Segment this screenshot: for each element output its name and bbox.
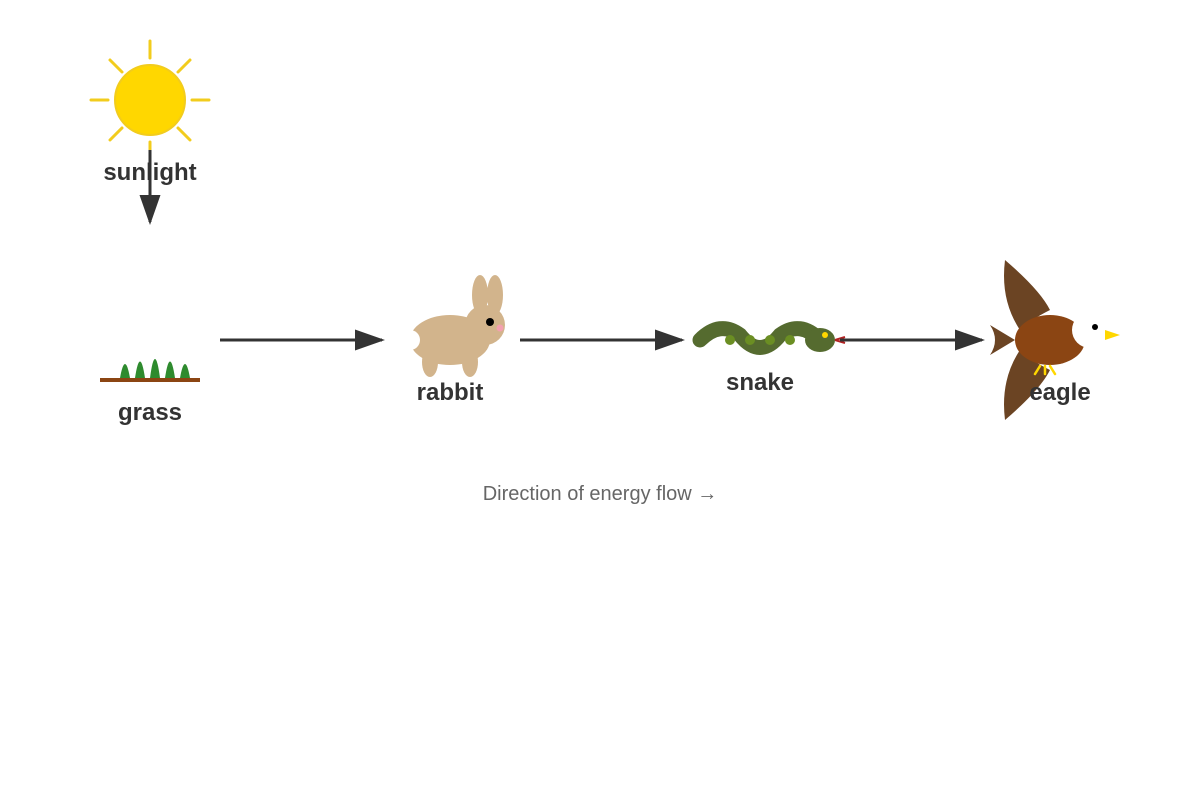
sun-icon (89, 39, 211, 161)
eagle-icon (990, 260, 1120, 420)
rabbit-icon (400, 275, 505, 377)
snake-icon (692, 321, 846, 355)
eagle-label: eagle (1029, 379, 1090, 406)
sunlight-label: sunlight (103, 159, 196, 186)
grass-icon (100, 359, 200, 382)
energy-flow-caption: Direction of energy flow → (483, 483, 718, 505)
grass-label: grass (118, 399, 182, 426)
snake-label: snake (726, 369, 794, 396)
rabbit-label: rabbit (417, 379, 484, 406)
